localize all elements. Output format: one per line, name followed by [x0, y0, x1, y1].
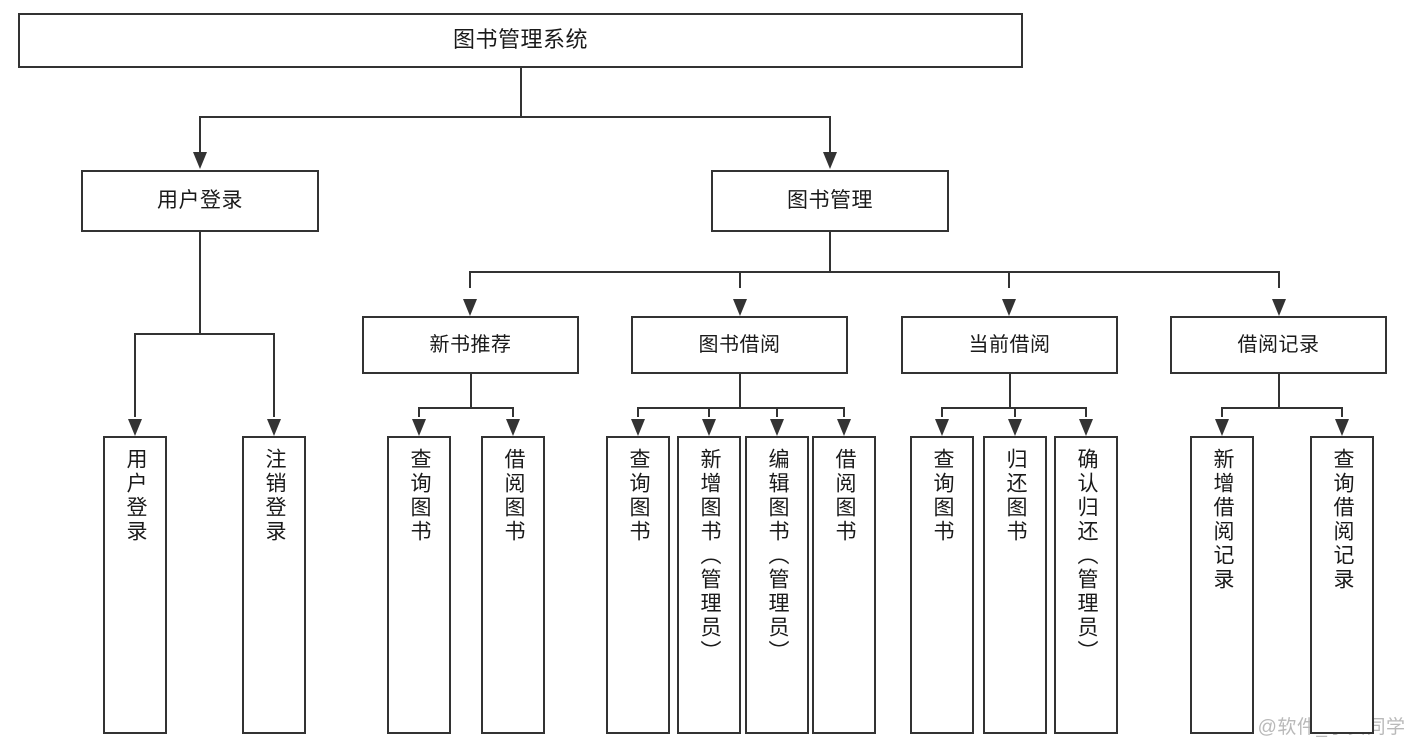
connector-user-login-bus	[134, 333, 274, 335]
bus-new-book-rec-arrow-head-icon-1	[412, 419, 426, 436]
connector-book-manage-drop-1	[469, 271, 471, 288]
node-leaf-leaf-borrow-book-1[interactable]: 借阅图书	[481, 436, 545, 734]
node-label: 新增图书（管理员）	[698, 448, 722, 664]
node-label: 查询图书	[408, 448, 432, 544]
bus-current-borrow-drop-1	[941, 407, 943, 417]
connector-book-manage-stem	[829, 232, 831, 272]
connector-book-manage-bus	[469, 271, 1280, 273]
arrow-head-icon-leaf-logout	[267, 419, 281, 436]
arrow-head-icon-to-book-borrow	[733, 299, 747, 316]
bus-borrow-record-arrow-head-icon-1	[1215, 419, 1229, 436]
bus-borrow-record-drop-2	[1341, 407, 1343, 417]
bus-current-borrow-drop-2	[1014, 407, 1016, 417]
node-level3-borrow-record[interactable]: 借阅记录	[1170, 316, 1387, 374]
arrow-head-icon-to-current-borrow	[1002, 299, 1016, 316]
node-label: 图书管理	[787, 189, 873, 213]
node-label: 图书管理系统	[452, 27, 588, 53]
arrow-head-icon-leaf-user-login	[128, 419, 142, 436]
node-leaf-leaf-confirm-return[interactable]: 确认归还（管理员）	[1054, 436, 1118, 734]
node-label: 图书借阅	[698, 333, 781, 356]
node-label: 借阅记录	[1237, 333, 1320, 356]
connector-root-drop-right	[829, 116, 831, 152]
arrow-head-icon-to-borrow-record	[1272, 299, 1286, 316]
bus-current-borrow-stem	[1009, 374, 1011, 408]
connector-book-manage-drop-3	[1008, 271, 1010, 288]
arrow-head-icon-to-user-login	[193, 152, 207, 169]
node-leaf-leaf-add-book[interactable]: 新增图书（管理员）	[677, 436, 741, 734]
node-label: 新书推荐	[429, 333, 512, 356]
node-leaf-leaf-query-book-3[interactable]: 查询图书	[910, 436, 974, 734]
bus-book-borrow-drop-1	[637, 407, 639, 417]
node-label: 用户登录	[124, 448, 148, 544]
bus-book-borrow-drop-2	[708, 407, 710, 417]
bus-book-borrow-stem	[739, 374, 741, 408]
node-leaf-leaf-return-book[interactable]: 归还图书	[983, 436, 1047, 734]
node-leaf-leaf-logout[interactable]: 注销登录	[242, 436, 306, 734]
node-leaf-leaf-query-book-1[interactable]: 查询图书	[387, 436, 451, 734]
bus-book-borrow-arrow-head-icon-1	[631, 419, 645, 436]
node-leaf-leaf-user-login[interactable]: 用户登录	[103, 436, 167, 734]
node-leaf-leaf-query-book-2[interactable]: 查询图书	[606, 436, 670, 734]
node-level2-book-manage[interactable]: 图书管理	[711, 170, 949, 232]
bus-current-borrow-arrow-head-icon-2	[1008, 419, 1022, 436]
arrow-head-icon-to-new-book-rec	[463, 299, 477, 316]
bus-current-borrow-arrow-head-icon-3	[1079, 419, 1093, 436]
arrow-head-icon-to-book-manage	[823, 152, 837, 169]
node-label: 编辑图书（管理员）	[766, 448, 790, 664]
bus-book-borrow-arrow-head-icon-3	[770, 419, 784, 436]
bus-new-book-rec-drop-1	[418, 407, 420, 417]
bus-borrow-record-arrow-head-icon-2	[1335, 419, 1349, 436]
node-label: 注销登录	[263, 448, 287, 544]
bus-borrow-record-stem	[1278, 374, 1280, 408]
node-level3-new-book-rec[interactable]: 新书推荐	[362, 316, 579, 374]
bus-book-borrow-arrow-head-icon-2	[702, 419, 716, 436]
node-label: 确认归还（管理员）	[1075, 448, 1099, 664]
bus-new-book-rec-bus	[418, 407, 513, 409]
node-level3-book-borrow[interactable]: 图书借阅	[631, 316, 848, 374]
bus-current-borrow-drop-3	[1085, 407, 1087, 417]
node-label: 用户登录	[157, 189, 243, 213]
node-label: 当前借阅	[968, 333, 1051, 356]
bus-new-book-rec-arrow-head-icon-2	[506, 419, 520, 436]
connector-root-bus	[199, 116, 831, 118]
connector-user-login-drop-2	[273, 333, 275, 417]
node-label: 查询借阅记录	[1331, 448, 1355, 592]
connector-root-stem	[520, 68, 522, 117]
bus-book-borrow-arrow-head-icon-4	[837, 419, 851, 436]
bus-new-book-rec-stem	[470, 374, 472, 408]
connector-user-login-stem	[199, 232, 201, 334]
connector-user-login-drop-1	[134, 333, 136, 417]
connector-root-drop-left	[199, 116, 201, 152]
bus-book-borrow-bus	[637, 407, 843, 409]
bus-borrow-record-bus	[1221, 407, 1341, 409]
node-leaf-leaf-borrow-book-2[interactable]: 借阅图书	[812, 436, 876, 734]
bus-book-borrow-drop-3	[776, 407, 778, 417]
node-label: 查询图书	[931, 448, 955, 544]
bus-current-borrow-bus	[941, 407, 1085, 409]
node-level3-current-borrow[interactable]: 当前借阅	[901, 316, 1118, 374]
node-leaf-leaf-query-record[interactable]: 查询借阅记录	[1310, 436, 1374, 734]
bus-current-borrow-arrow-head-icon-1	[935, 419, 949, 436]
node-label: 归还图书	[1004, 448, 1028, 544]
node-root-root[interactable]: 图书管理系统	[18, 13, 1023, 68]
node-level2-user-login[interactable]: 用户登录	[81, 170, 319, 232]
bus-new-book-rec-drop-2	[512, 407, 514, 417]
bus-book-borrow-drop-4	[843, 407, 845, 417]
node-leaf-leaf-add-record[interactable]: 新增借阅记录	[1190, 436, 1254, 734]
connector-book-manage-drop-4	[1278, 271, 1280, 288]
connector-book-manage-drop-2	[739, 271, 741, 288]
node-label: 借阅图书	[502, 448, 526, 544]
bus-borrow-record-drop-1	[1221, 407, 1223, 417]
node-label: 查询图书	[627, 448, 651, 544]
node-leaf-leaf-edit-book[interactable]: 编辑图书（管理员）	[745, 436, 809, 734]
node-label: 新增借阅记录	[1211, 448, 1235, 592]
node-label: 借阅图书	[833, 448, 857, 544]
